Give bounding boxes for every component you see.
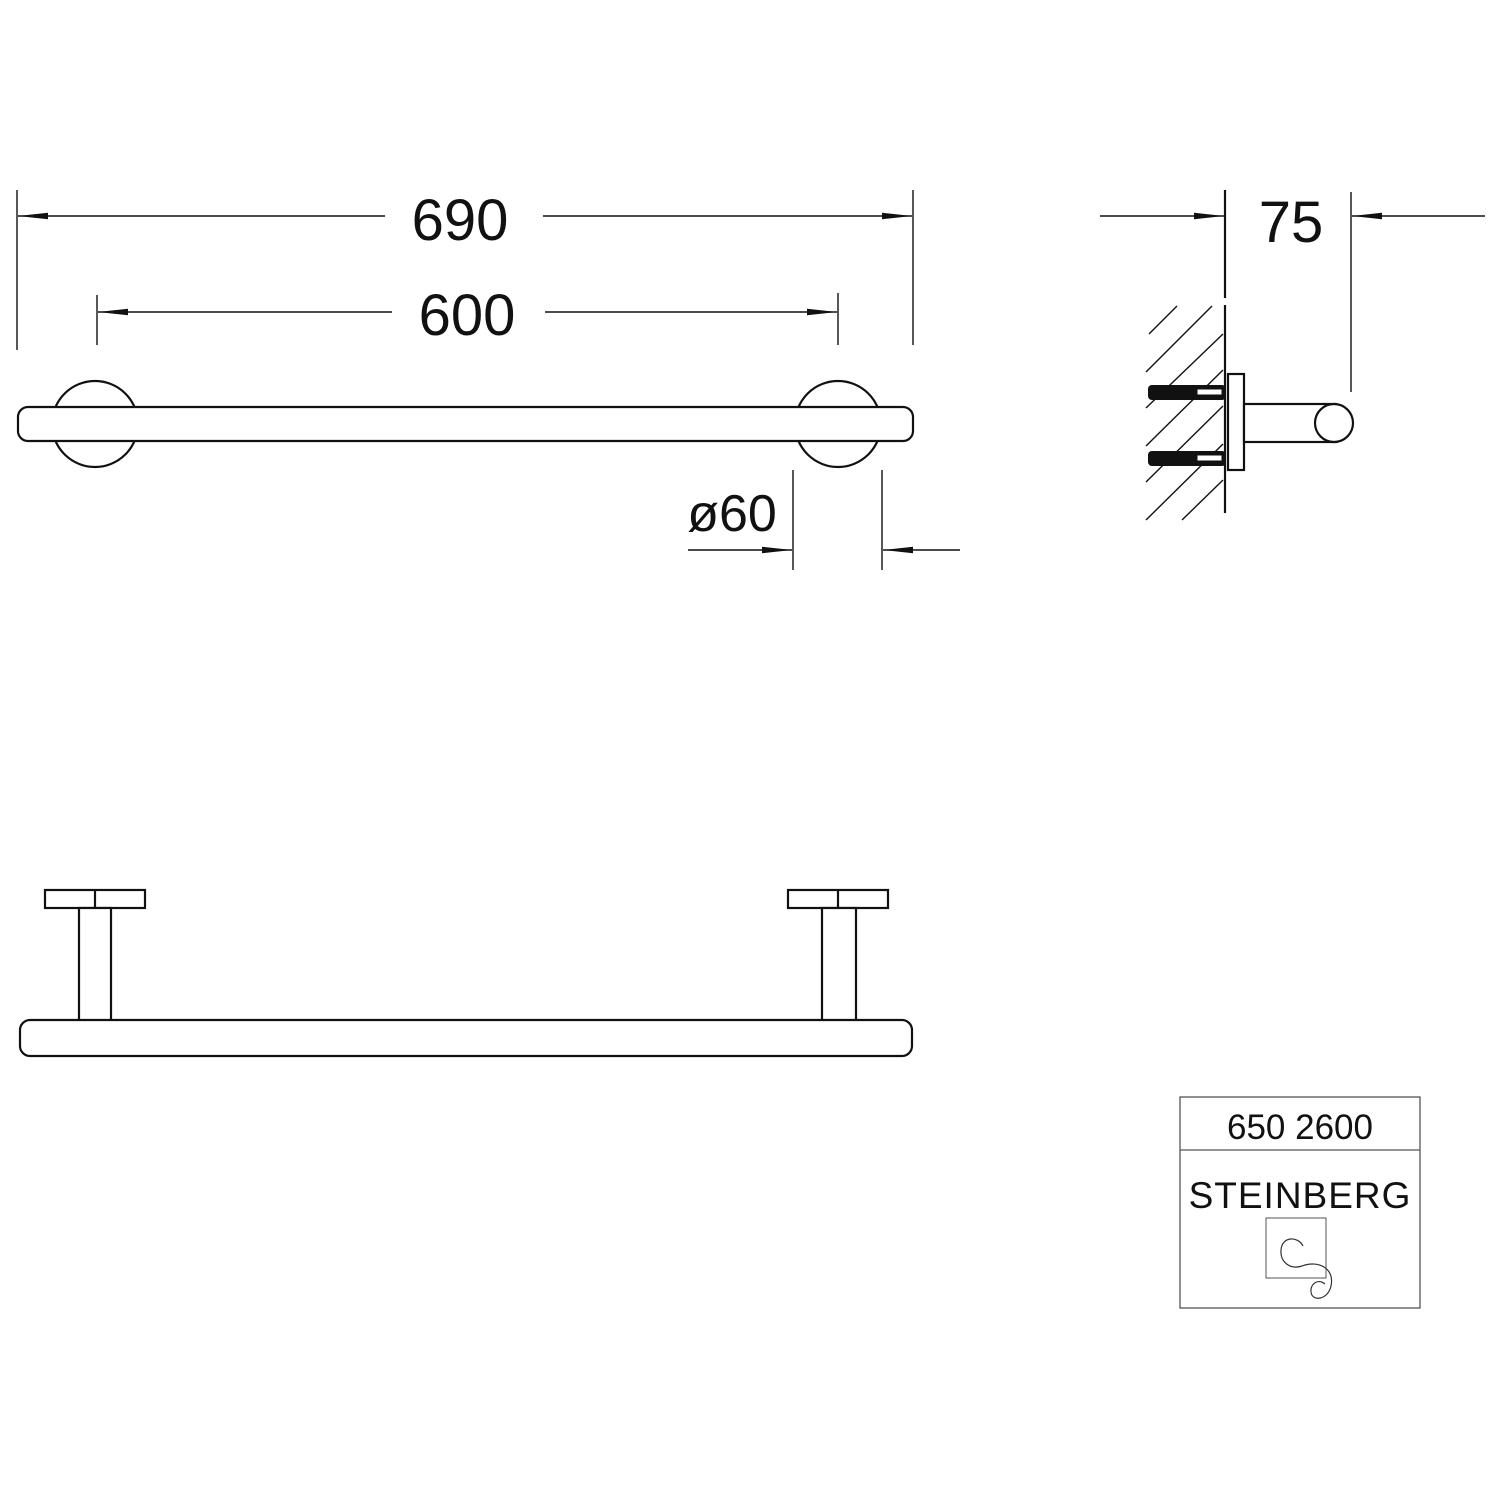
front-view: 690 600 ø60	[16, 188, 960, 570]
mounting-plate	[1226, 372, 1246, 472]
bar-cross-section	[1313, 402, 1355, 444]
dimension-label-690: 690	[412, 188, 509, 253]
dimension-label-75: 75	[1259, 190, 1324, 255]
brand-name: STEINBERG	[1189, 1175, 1412, 1216]
article-number: 650 2600	[1227, 1108, 1373, 1147]
dimension-600: 600	[96, 283, 839, 348]
left-post	[77, 906, 113, 1023]
wall-anchors	[1148, 385, 1226, 466]
towel-bar	[16, 405, 915, 443]
top-view	[18, 888, 914, 1058]
dimension-label-600: 600	[419, 283, 516, 348]
dimension-690: 690	[16, 188, 914, 350]
right-post	[820, 906, 858, 1023]
towel-bar-top	[18, 1018, 914, 1058]
dimension-diameter-60: ø60	[687, 470, 960, 570]
side-view: 75	[1100, 190, 1485, 521]
dimension-label-diameter: ø60	[687, 485, 777, 543]
dimension-75: 75	[1100, 190, 1485, 392]
title-block: 650 2600 STEINBERG	[1179, 1096, 1421, 1309]
wall-hatching	[1145, 190, 1227, 521]
brand-logo	[1265, 1217, 1333, 1299]
